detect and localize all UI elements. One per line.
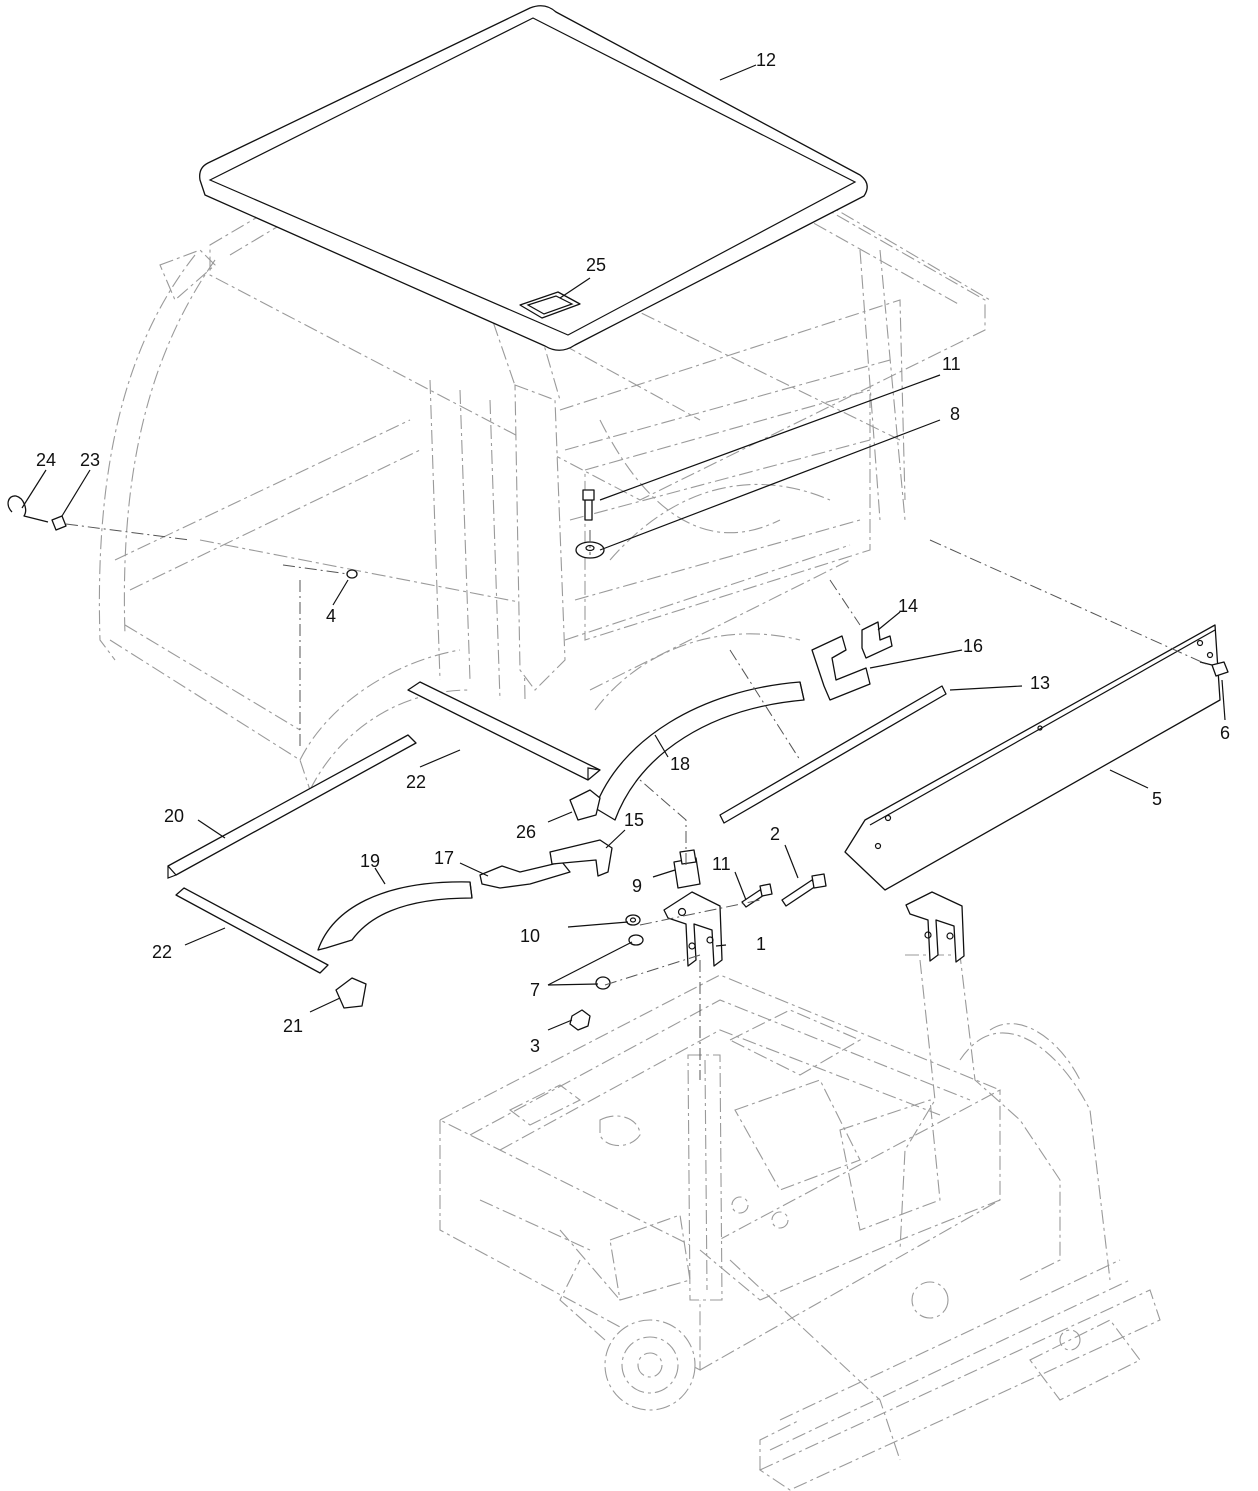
roof-latch-part bbox=[519, 291, 581, 319]
callout-6: 6 bbox=[1220, 723, 1230, 743]
callout-7: 7 bbox=[530, 980, 540, 1000]
leader-lines bbox=[21, 64, 1226, 1031]
callout-10: 10 bbox=[520, 926, 540, 946]
chassis-frame-outline bbox=[438, 954, 1161, 1491]
callout-4: 4 bbox=[326, 606, 336, 626]
bolt-part bbox=[781, 873, 827, 907]
callout-3: 3 bbox=[530, 1036, 540, 1056]
callout-24: 24 bbox=[36, 450, 56, 470]
callout-11-lower: 11 bbox=[712, 854, 731, 874]
callout-16: 16 bbox=[963, 636, 983, 656]
callout-1: 1 bbox=[756, 934, 766, 954]
callout-19: 19 bbox=[360, 851, 380, 871]
callout-15: 15 bbox=[624, 810, 644, 830]
pin-part bbox=[51, 515, 67, 531]
bolt-upper-part bbox=[582, 489, 595, 521]
callout-17: 17 bbox=[434, 848, 454, 868]
mount-bracket-right-part bbox=[905, 891, 965, 963]
callout-18: 18 bbox=[670, 754, 690, 774]
mount-bracket-part bbox=[663, 891, 723, 967]
nut-part bbox=[569, 1009, 591, 1031]
callout-11-upper: 11 bbox=[942, 354, 961, 374]
callout-labels: 12 25 11 8 24 23 4 14 16 13 6 18 22 5 20… bbox=[36, 50, 1230, 1056]
callout-5: 5 bbox=[1152, 789, 1162, 809]
assembly-axes bbox=[65, 523, 1207, 1080]
callout-9: 9 bbox=[632, 876, 642, 896]
right-fender-foam-part bbox=[594, 681, 805, 821]
callout-13: 13 bbox=[1030, 673, 1050, 693]
callout-21: 21 bbox=[283, 1016, 303, 1036]
foam-bar-upper-part bbox=[407, 681, 601, 781]
callout-14: 14 bbox=[898, 596, 918, 616]
corner-foam-21-part bbox=[335, 977, 367, 1009]
foam-bar-lower-part bbox=[175, 887, 329, 974]
seal-strip-part bbox=[719, 685, 947, 824]
isolator-washer-part bbox=[575, 541, 605, 559]
callout-26: 26 bbox=[516, 822, 536, 842]
small-nut-part bbox=[346, 569, 358, 579]
callout-12: 12 bbox=[756, 50, 776, 70]
callout-20: 20 bbox=[164, 806, 184, 826]
rear-panel-part bbox=[844, 624, 1221, 891]
foam-block-15-part bbox=[549, 839, 613, 877]
panel-screw-part bbox=[1199, 661, 1229, 677]
left-fender-foam-part bbox=[317, 881, 473, 951]
isolator-bushing-part bbox=[673, 849, 701, 889]
callout-2: 2 bbox=[770, 824, 780, 844]
foam-block-17-part bbox=[479, 861, 571, 889]
callout-22-lower: 22 bbox=[152, 942, 172, 962]
bolt-lower-part bbox=[741, 883, 773, 908]
foam-bar-20-part bbox=[167, 734, 417, 879]
lock-nut-part bbox=[595, 934, 644, 990]
washer-part bbox=[625, 914, 641, 926]
callout-25: 25 bbox=[586, 255, 606, 275]
callout-22-upper: 22 bbox=[406, 772, 426, 792]
hairpin-part bbox=[7, 495, 49, 523]
callout-23: 23 bbox=[80, 450, 100, 470]
callout-8: 8 bbox=[950, 404, 960, 424]
foam-block-16-part bbox=[811, 635, 871, 701]
roof-seal-part bbox=[199, 5, 868, 351]
foam-block-14-part bbox=[861, 621, 893, 659]
corner-foam-26-part bbox=[569, 789, 601, 821]
